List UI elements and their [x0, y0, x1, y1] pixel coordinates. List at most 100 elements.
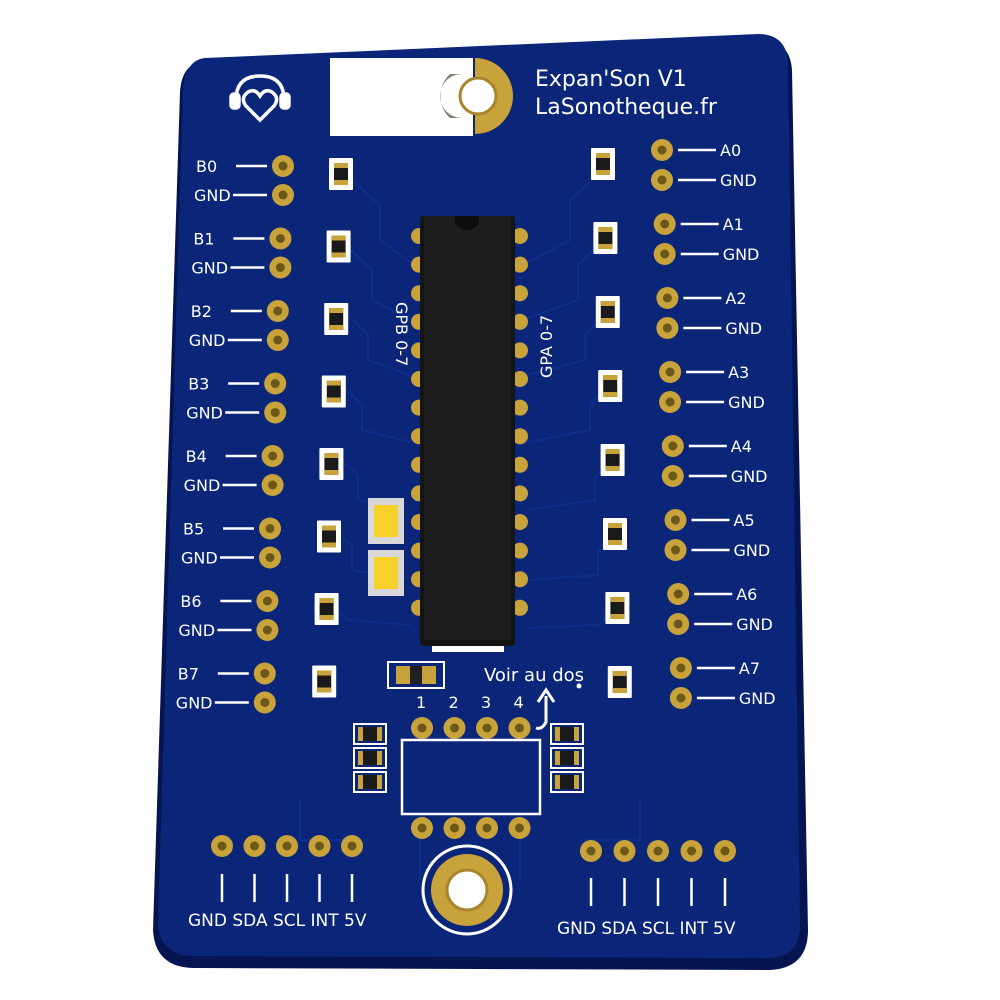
left-signal-pad-hole	[260, 669, 270, 678]
left-signal-label: B1	[193, 230, 214, 249]
left-led	[326, 230, 351, 263]
left-gnd-label: GND	[189, 331, 226, 350]
left-gnd-pad-hole	[273, 335, 283, 345]
left-led	[324, 303, 349, 335]
note-text: Voir au dos	[484, 665, 584, 686]
right-led	[603, 518, 627, 550]
mounting-hole-top-inner	[458, 76, 498, 116]
dip-pad-bottom-hole	[450, 823, 459, 833]
right-signal-label: A0	[720, 141, 741, 160]
right-gnd-pad-hole	[673, 619, 683, 629]
left-signal-pad-hole	[275, 234, 285, 243]
left-gnd-pad-hole	[278, 190, 288, 200]
bus-pad-hole	[653, 846, 663, 856]
left-led	[314, 593, 339, 625]
bus-pad-hole	[282, 841, 292, 851]
label-area	[330, 58, 473, 136]
left-gnd-label: GND	[191, 259, 228, 278]
right-gnd-pad-hole	[665, 397, 675, 407]
right-gnd-label: GND	[720, 171, 757, 190]
ic-pin-right	[512, 371, 528, 387]
arrow-icon	[535, 687, 556, 730]
right-led	[600, 444, 625, 476]
board-website: LaSonotheque.fr	[535, 95, 718, 120]
left-gnd-pad-hole	[260, 698, 270, 707]
dip-switch-pads	[411, 717, 531, 839]
pin1-dot	[576, 683, 582, 689]
smd-resistor	[550, 747, 584, 769]
ic-pin-right	[512, 256, 528, 273]
left-signal-label: B3	[188, 375, 209, 394]
right-signal-label: A3	[728, 363, 749, 382]
left-signal-label: B0	[196, 157, 217, 176]
right-gnd-label: GND	[725, 319, 762, 338]
left-signal-pad-hole	[262, 596, 272, 606]
left-gnd-label: GND	[181, 549, 218, 568]
ic-pin-right	[512, 456, 528, 473]
right-signal-pad-hole	[657, 145, 667, 155]
right-gnd-label: GND	[731, 467, 768, 486]
ic-base	[432, 646, 504, 652]
left-signal-pad-hole	[273, 306, 283, 316]
ic-pin-right	[512, 571, 528, 588]
smd-resistor	[353, 747, 387, 769]
right-led	[607, 666, 632, 698]
left-gnd-label: GND	[184, 476, 221, 495]
right-gnd-pad-hole	[668, 471, 678, 481]
right-gnd-label: GND	[728, 393, 765, 412]
right-led	[598, 370, 623, 402]
left-gnd-pad-hole	[270, 408, 280, 417]
dip-pad-bottom-hole	[417, 823, 427, 833]
left-gnd-label: GND	[176, 694, 213, 713]
ic-pin-right	[512, 514, 528, 530]
right-led	[595, 296, 620, 328]
right-gnd-label: GND	[739, 689, 776, 708]
side-resistors	[353, 723, 584, 793]
dip-number: 1	[416, 693, 426, 712]
left-signal-label: B5	[183, 520, 204, 539]
bus-connector-right: GND SDA SCL INT 5V	[557, 840, 736, 939]
right-signal-label: A6	[736, 585, 757, 604]
bus-pad-hole	[250, 841, 259, 851]
dip-pad-bottom-hole	[515, 823, 524, 833]
ic-pin-right	[512, 485, 528, 502]
gpa-label: GPA 0-7	[537, 315, 556, 378]
left-led	[329, 158, 353, 190]
right-signal-label: A7	[739, 659, 760, 678]
left-led	[319, 448, 344, 480]
bus-pad-hole	[586, 846, 596, 856]
right-signal-pad-hole	[665, 367, 675, 377]
right-signal-label: A2	[725, 289, 746, 308]
bus-connector-left: GND SDA SCL INT 5V	[188, 835, 367, 931]
smd-resistor	[353, 723, 387, 745]
left-led	[321, 375, 346, 408]
ic-pin-right	[512, 285, 528, 302]
headphones-heart-icon	[229, 74, 291, 123]
left-gnd-label: GND	[178, 621, 215, 640]
bus-pad-hole	[620, 846, 629, 856]
bus-pad-hole	[720, 846, 730, 856]
board-title: Expan'Son V1	[535, 67, 687, 92]
left-signal-pad-hole	[265, 524, 275, 533]
left-signal-label: B2	[191, 302, 212, 321]
right-signal-pad-hole	[671, 515, 680, 525]
left-signal-pad-hole	[278, 161, 288, 171]
expander-ic-top	[424, 216, 511, 640]
ic-pin-right	[512, 399, 528, 416]
right-gnd-pad-hole	[657, 175, 667, 185]
bus-pad-hole	[315, 841, 324, 851]
dip-number: 4	[514, 693, 524, 712]
right-signal-pad-hole	[660, 219, 670, 229]
ic-pin-right	[512, 599, 528, 616]
right-signal-pad-hole	[673, 589, 683, 599]
left-gnd-pad-hole	[268, 480, 278, 490]
right-signal-pad-hole	[668, 441, 678, 451]
bus-pad-hole	[217, 841, 227, 851]
dip-pad-bottom-hole	[482, 823, 492, 833]
left-signal-label: B7	[178, 665, 199, 684]
bus-labels: GND SDA SCL INT 5V	[188, 911, 367, 931]
left-gnd-pad-hole	[275, 263, 285, 272]
yellow-capacitors	[368, 498, 404, 596]
